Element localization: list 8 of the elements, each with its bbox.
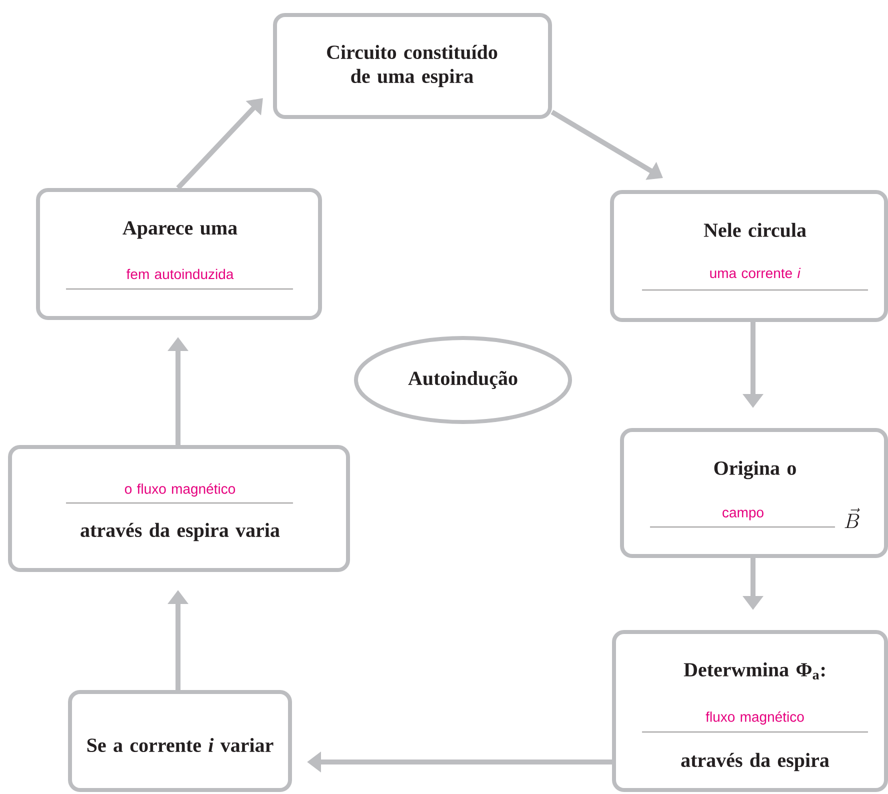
process-box: Aparece uma fem autoinduzida — [36, 188, 322, 320]
process-box: Origina o campo $\vec{B}$ — [620, 428, 888, 558]
process-box: Circuito constituído de uma espira — [273, 13, 552, 119]
arrow — [176, 98, 263, 190]
process-box: o fluxo magnético através da espira varia — [8, 445, 350, 572]
process-box: Deterwmina Φ$_{a}$: fluxo magnético através da espira — [612, 630, 888, 792]
process-box: Se a corrente i variar — [68, 690, 292, 792]
process-box: Nele circula uma corrente i — [610, 190, 888, 322]
